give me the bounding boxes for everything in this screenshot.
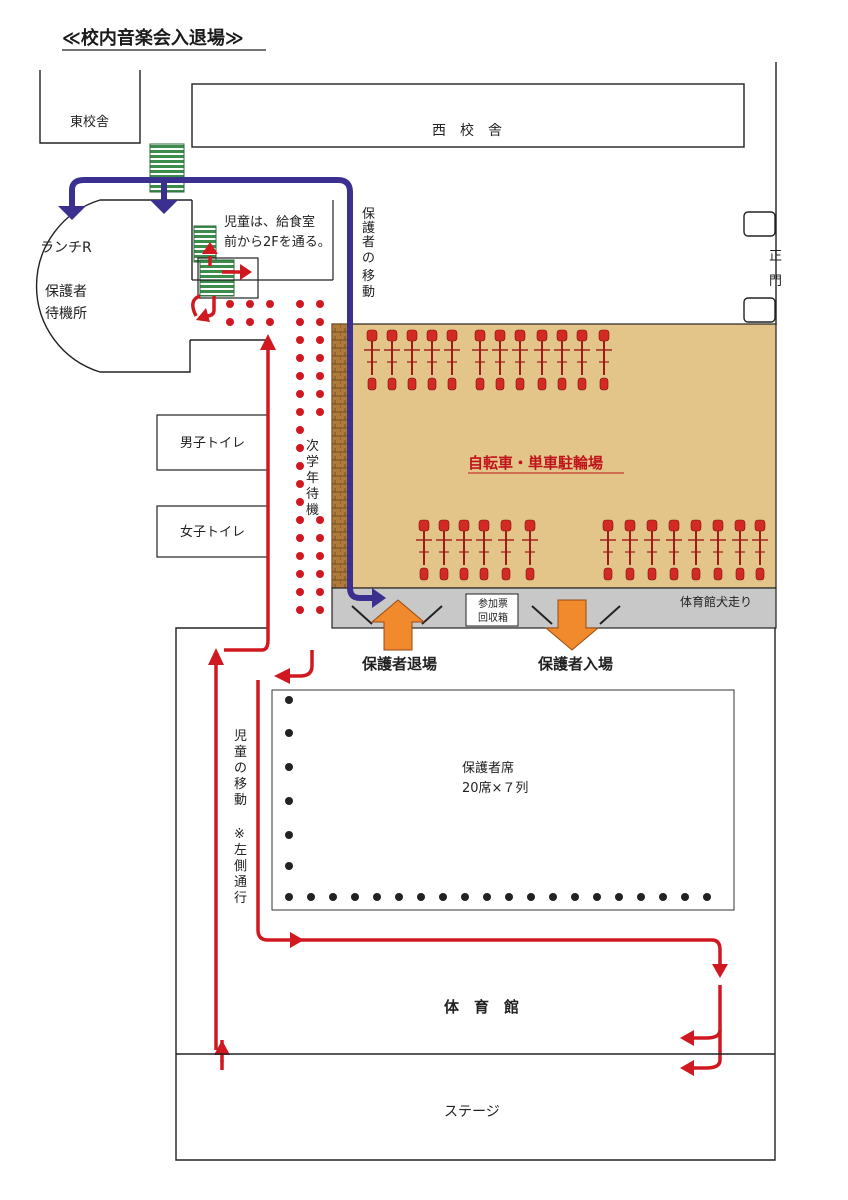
svg-text:動: 動 [234,793,247,808]
svg-text:行: 行 [234,891,247,906]
svg-text:児: 児 [234,729,247,744]
seats-label-1: 保護者席 [462,760,514,776]
gate-label-char1: 正 [769,249,782,264]
svg-text:次: 次 [306,438,319,454]
toilet-boys [156,414,269,471]
seats-label-2: 20席×７列 [462,780,528,796]
parent-arrow-icon-1 [58,206,86,220]
child-arrow-left-icon-2 [680,1030,694,1046]
child-arrow-right-icon [290,932,304,948]
child-arrow-stairs-icon-2 [240,264,252,280]
child-arrow-left-icon [274,668,290,684]
child-arrow-stairs-icon-3 [196,308,210,322]
toilet-girls-label: 女子トイレ [180,524,245,540]
page-title: ≪校内音楽会入退場≫ [62,27,244,49]
svg-text:側: 側 [234,859,247,874]
children-note-1: 児童は、給食室 [224,214,315,230]
svg-text:年: 年 [306,471,319,486]
exit-arrow-icon [370,599,426,651]
ticket-box-label-2: 回収箱 [478,611,508,624]
child-arrows [196,242,728,1076]
parent-entry-label: 保護者入場 [537,655,613,673]
child-arrow-left-icon-3 [680,1060,694,1076]
ticket-box-label-1: 参加票 [478,597,508,610]
svg-text:者: 者 [362,235,375,250]
child-arrow-up-icon-3 [260,334,276,350]
parent-arrow-icon-2 [150,200,178,214]
seat-dots [285,696,711,901]
child-move-label: 児 童 の 移 動 [234,729,247,808]
corridor-label: 体育館犬走り [680,594,752,609]
bicycle-parking [331,323,777,589]
parent-seating [271,689,735,911]
svg-text:動: 動 [362,285,375,300]
gymnasium [175,627,776,1161]
east-building [39,70,141,144]
west-building-label: 西 校 舎 [432,122,502,139]
toilet-girls [156,505,269,558]
gate-post-top [743,211,776,237]
waiting-label-2: 待機所 [45,306,87,322]
east-building-label: 東校舎 [70,114,109,130]
parent-arrow-icon-3 [372,588,386,608]
child-arrow-down-icon [712,964,728,978]
stage-label: ステージ [444,1104,500,1120]
gym-label: 体 育 館 [444,998,519,1016]
gate-label-char2: 門 [769,274,782,289]
svg-text:護: 護 [362,220,375,236]
svg-text:の: の [362,251,375,266]
next-grade-label: 次 学 年 待 機 [306,438,319,518]
svg-text:学: 学 [306,454,319,470]
child-arrow-up-icon [208,648,224,665]
children-note-2: 前から2Fを通る。 [224,234,331,250]
stairs-inner-1 [193,225,217,263]
west-building [191,83,745,148]
lunch-room-label: ランチR [40,240,92,256]
toilet-boys-label: 男子トイレ [180,436,245,451]
svg-text:移: 移 [234,777,247,792]
parking-label: 自転車・単車駐輪場 [468,454,603,472]
svg-text:機: 機 [306,503,319,518]
left-side-note: ※ 左 側 通 行 [234,827,247,906]
svg-text:童: 童 [234,744,247,760]
waiting-label-1: 保護者 [45,284,87,300]
svg-text:保: 保 [362,207,375,222]
parent-exit-label: 保護者退場 [361,655,437,673]
child-arrow-up-icon-2 [214,1040,230,1055]
svg-text:移: 移 [362,269,375,284]
svg-text:の: の [234,761,247,776]
entry-arrow-icon [544,599,600,651]
svg-text:通: 通 [234,875,247,890]
parent-move-label: 保 護 者 の 移 動 [362,207,375,300]
svg-text:※: ※ [234,827,245,842]
svg-text:待: 待 [306,487,319,502]
svg-text:左: 左 [234,843,247,858]
stairs-inner-2 [199,259,235,297]
waiting-dots [226,300,324,614]
child-arrow-stairs-icon [202,242,218,254]
gate-post-bottom [743,297,776,323]
ticket-box [465,593,519,627]
child-route [191,256,722,1070]
